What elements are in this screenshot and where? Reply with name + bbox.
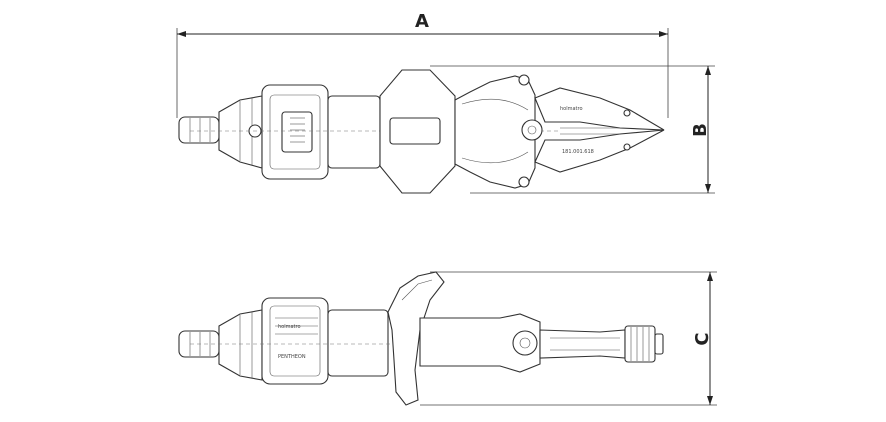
tool-top-view: holmatro 181.001.618 [178,69,665,194]
blade-brand-mark: holmatro [560,106,583,112]
dimension-label-b: B [690,123,711,137]
part-number-mark: 181.001.618 [562,149,594,155]
dimension-a: A [176,11,669,118]
ring-brand-mark: holmatro [278,324,301,330]
dimension-b: B [430,65,715,194]
model-mark: PENTHEON [278,354,306,360]
dimension-c: C [420,271,717,406]
tool-side-view: holmatro PENTHEON [178,271,664,406]
dimension-label-c: C [692,332,713,345]
dimension-label-a: A [415,11,429,32]
